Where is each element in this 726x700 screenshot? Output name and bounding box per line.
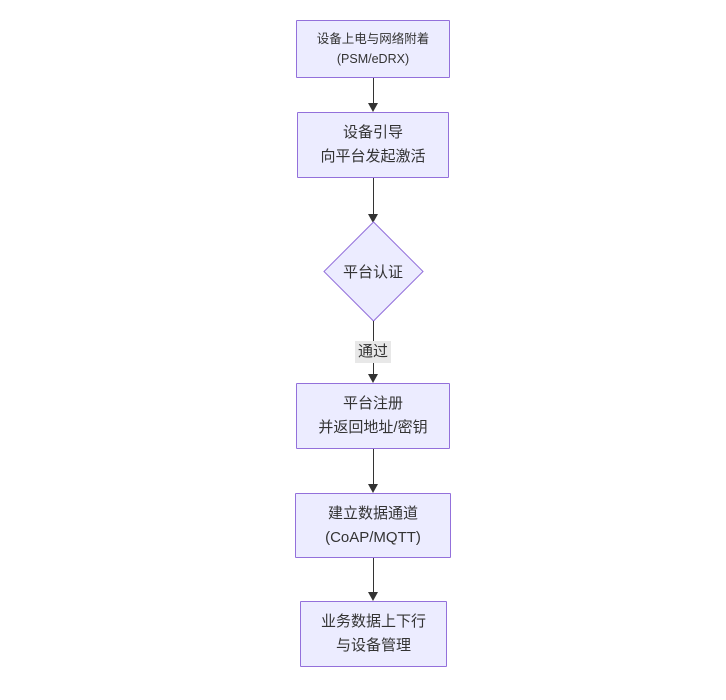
edge-line — [372, 558, 374, 592]
node-label: 建立数据通道 — [327, 504, 418, 522]
node-business-data: 业务数据上下行 与设备管理 — [300, 601, 447, 667]
edge-channel-to-business — [368, 558, 378, 601]
node-label: 平台注册 — [342, 395, 403, 412]
node-device-bootstrap: 设备引导 向平台发起激活 — [297, 112, 449, 178]
node-label: 并返回地址/密钥 — [318, 419, 428, 436]
node-label: 设备上电与网络附着 — [316, 32, 430, 46]
node-label: (PSM/eDRX) — [336, 52, 410, 66]
arrowhead-icon — [368, 484, 378, 493]
node-platform-register: 平台注册 并返回地址/密钥 — [296, 383, 450, 449]
arrowhead-icon — [368, 374, 378, 383]
edge-line — [372, 78, 374, 103]
arrowhead-icon — [368, 592, 378, 601]
node-label: 设备引导 — [342, 124, 403, 141]
edge-power-to-bootstrap — [368, 78, 378, 112]
edge-line — [372, 178, 374, 214]
arrowhead-icon — [368, 214, 378, 223]
edge-auth-to-register: 通过 — [354, 321, 392, 383]
node-label: 平台认证 — [342, 264, 403, 281]
node-data-channel: 建立数据通道 (CoAP/MQTT) — [295, 493, 451, 558]
edge-bootstrap-to-auth — [368, 178, 378, 223]
node-label: 业务数据上下行 — [320, 613, 426, 630]
node-platform-auth: 平台认证 — [322, 221, 424, 322]
node-label: 向平台发起激活 — [320, 148, 426, 165]
edge-line — [372, 449, 374, 484]
node-device-power-on: 设备上电与网络附着 (PSM/eDRX) — [296, 20, 450, 78]
arrowhead-icon — [368, 103, 378, 112]
node-label: (CoAP/MQTT) — [325, 528, 421, 546]
edge-label-pass: 通过 — [354, 341, 392, 363]
edge-register-to-channel — [368, 449, 378, 493]
node-label: 与设备管理 — [335, 637, 411, 654]
